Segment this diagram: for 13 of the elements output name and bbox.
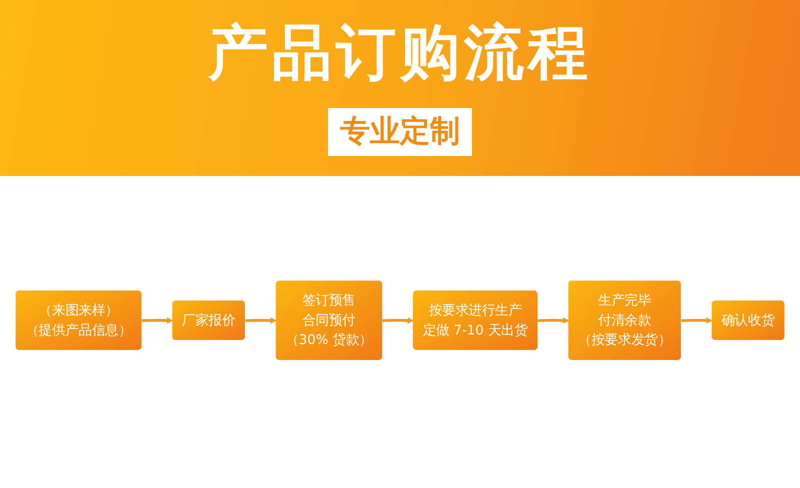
process-box: 签订预售合同预付 （30% 贷款）	[276, 280, 382, 360]
arrow	[538, 317, 569, 324]
process-box: （来图来样） （提供产品信息）	[16, 290, 142, 350]
arrow	[382, 317, 414, 324]
title: 产品订购流程	[208, 17, 592, 90]
process-box: 确认收货	[712, 300, 784, 340]
process-box: 厂家报价	[172, 300, 245, 340]
arrow	[142, 317, 173, 324]
arrow	[245, 317, 276, 324]
subtitle-label: 专业定制	[328, 108, 472, 156]
process-box: 生产完毕付清余款 （按要求发货）	[568, 280, 681, 360]
arrow	[681, 317, 712, 324]
process-box: 按要求进行生产定做 7-10 天出货	[412, 290, 538, 350]
